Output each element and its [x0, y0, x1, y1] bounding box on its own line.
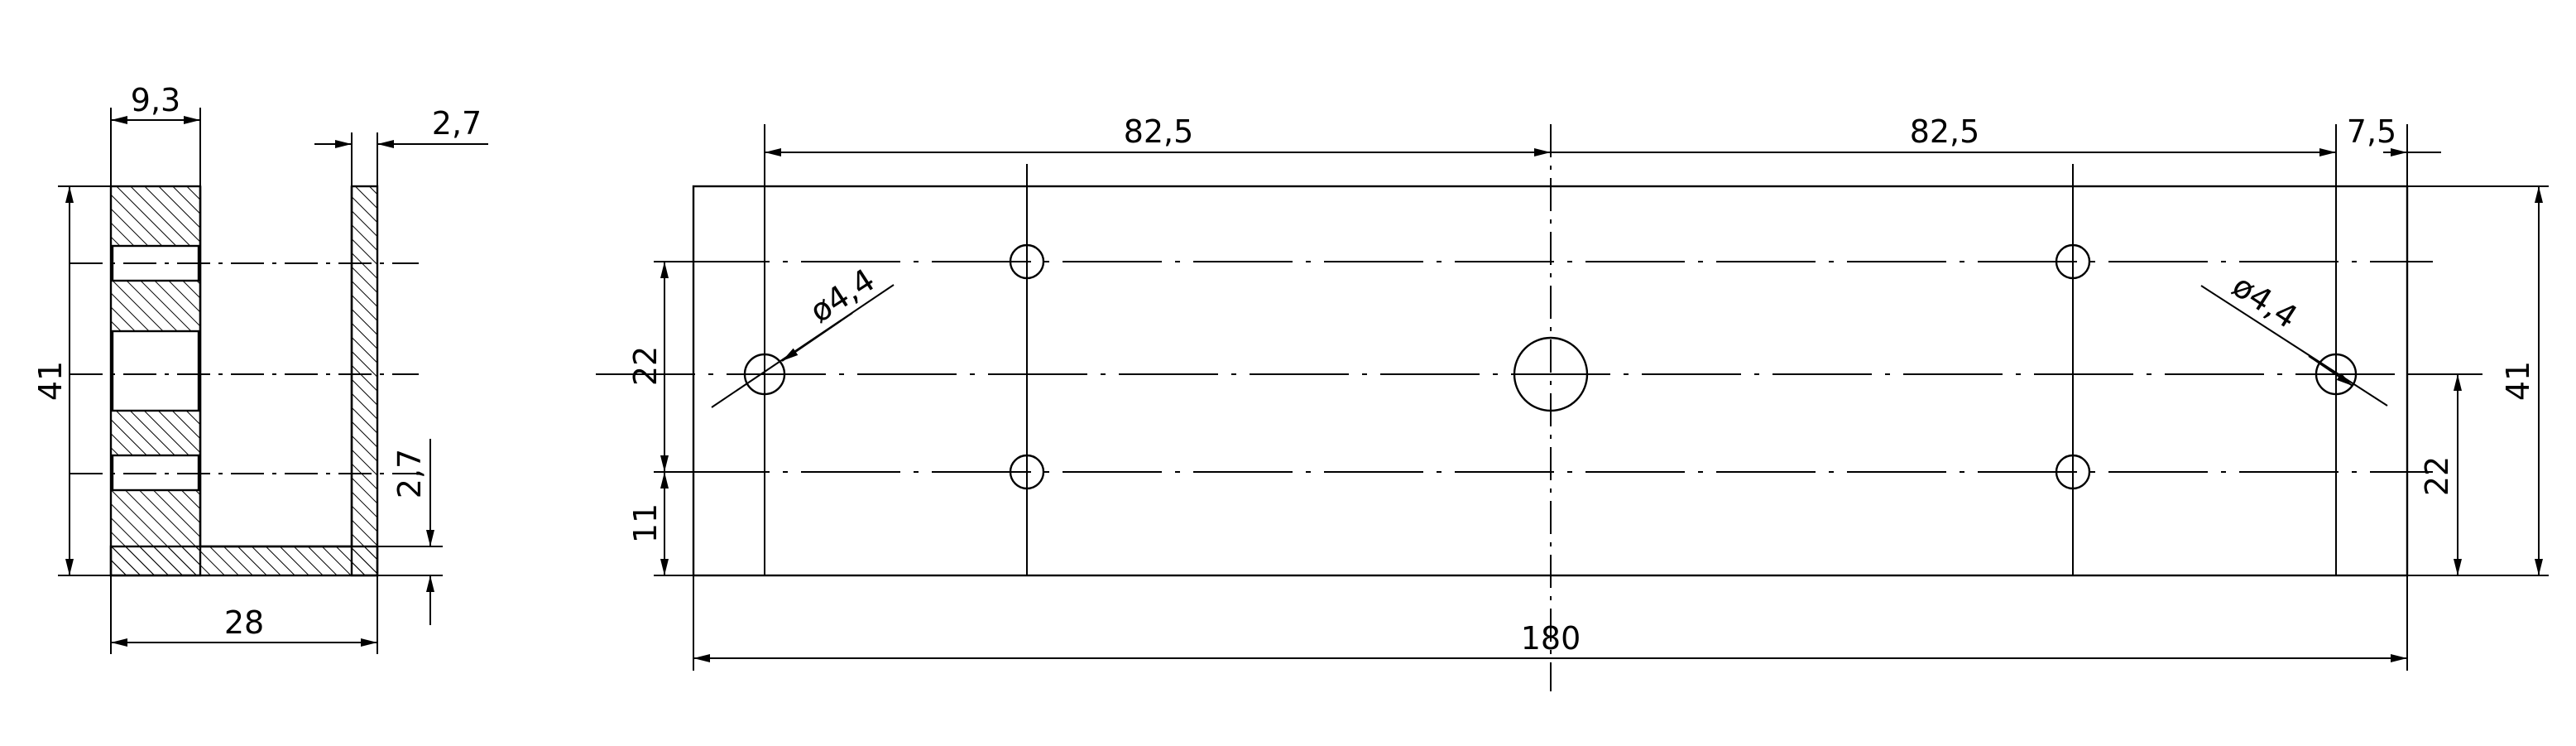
dim-wall-27: 2,7 [432, 105, 482, 142]
hole-top-left [1009, 243, 1045, 280]
plan-view: 82,5 82,5 7,5 ø4,4 ø4,4 22 11 22 41 180 [596, 113, 2549, 691]
dim-width-28: 28 [224, 604, 264, 641]
dim-right-41: 41 [2500, 361, 2536, 401]
dim-left-11: 11 [627, 503, 664, 543]
hole-end-left [743, 353, 786, 396]
dim-base-27: 2,7 [391, 449, 428, 498]
hole-end-right [2315, 353, 2358, 396]
hole-center [1513, 336, 1589, 412]
dim-edge-offset: 7,5 [2347, 113, 2396, 150]
dim-left-22: 22 [627, 346, 664, 386]
section-view: 9,3 2,7 41 2,7 28 [32, 82, 488, 654]
base-section [109, 545, 379, 577]
hole-top-right [2055, 243, 2091, 280]
dim-spacing-left: 82,5 [1124, 113, 1194, 150]
channel-inner-outline [199, 186, 353, 548]
dim-height-41: 41 [32, 361, 69, 401]
label-hole-right: ø4,4 [2226, 267, 2304, 335]
dim-spacing-right: 82,5 [1910, 113, 1980, 150]
dim-width-93: 9,3 [131, 82, 180, 118]
dim-right-22: 22 [2419, 456, 2455, 496]
dim-length-180: 180 [1521, 620, 1581, 657]
hole-bottom-right [2055, 454, 2091, 490]
hole-bottom-left [1009, 454, 1045, 490]
right-wall-section [350, 185, 379, 577]
